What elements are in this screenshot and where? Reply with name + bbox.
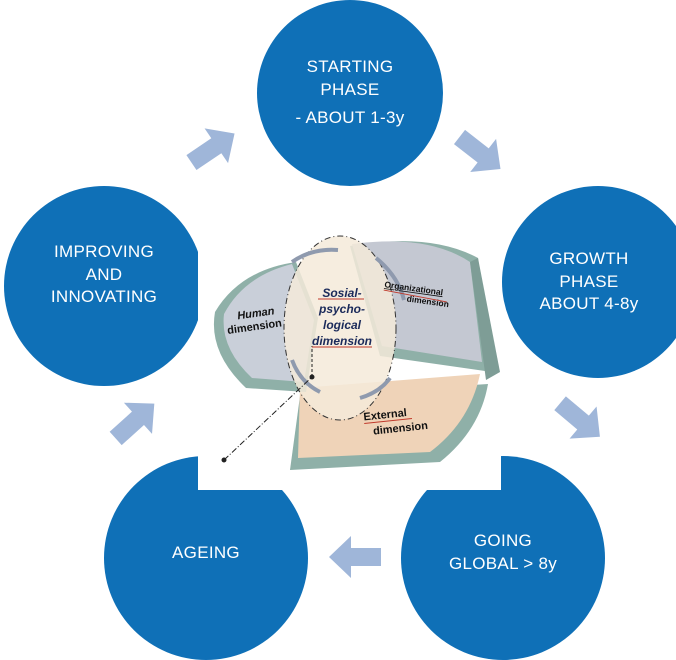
social-label-line3: logical	[323, 318, 362, 332]
phase-improving-line1: IMPROVING	[54, 241, 154, 261]
social-label-line1: Sosial-	[322, 286, 361, 300]
arrow-growth-to-global	[554, 396, 600, 439]
phase-improving-line2: AND	[85, 264, 123, 284]
social-label-line2: psycho-	[318, 302, 365, 316]
arrow-starting-to-growth	[453, 129, 501, 173]
external-label: External dimension	[363, 407, 429, 438]
social-label: Sosial- psycho- logical dimension	[312, 286, 372, 348]
phase-global-line2: GLOBAL > 8y	[448, 554, 558, 573]
pointer-lines	[221, 346, 315, 463]
external-label-line2: dimension	[373, 420, 429, 438]
social-label-line4: dimension	[312, 334, 372, 348]
arrow-global-to-ageing	[329, 536, 381, 578]
phase-improving-line3: INNOVATING	[50, 287, 158, 307]
curved-arrows	[290, 247, 406, 400]
arrow-ageing-to-improving	[109, 402, 155, 446]
phase-growth-line1: GROWTH	[549, 248, 629, 268]
phase-growth-line3: ABOUT 4-8y	[539, 294, 639, 314]
phase-improving: IMPROVING AND INNOVATING	[4, 186, 204, 386]
human-label-line1: Human	[237, 305, 276, 322]
phase-global-line1: GOING	[473, 531, 533, 551]
arrow-improving-to-starting	[186, 128, 235, 171]
phase-growth-line2: PHASE	[559, 271, 619, 291]
phase-starting-line1: STARTING	[306, 56, 394, 76]
external-label-line1: External	[363, 407, 407, 423]
phase-ageing-line1: AGEING	[172, 542, 240, 562]
phase-starting-line2: PHASE	[320, 79, 380, 99]
phase-starting: STARTING PHASE - ABOUT 1-3y	[257, 0, 443, 186]
phase-starting-line3: - ABOUT 1-3y	[295, 108, 405, 128]
phase-growth: GROWTH PHASE ABOUT 4-8y	[502, 186, 676, 378]
